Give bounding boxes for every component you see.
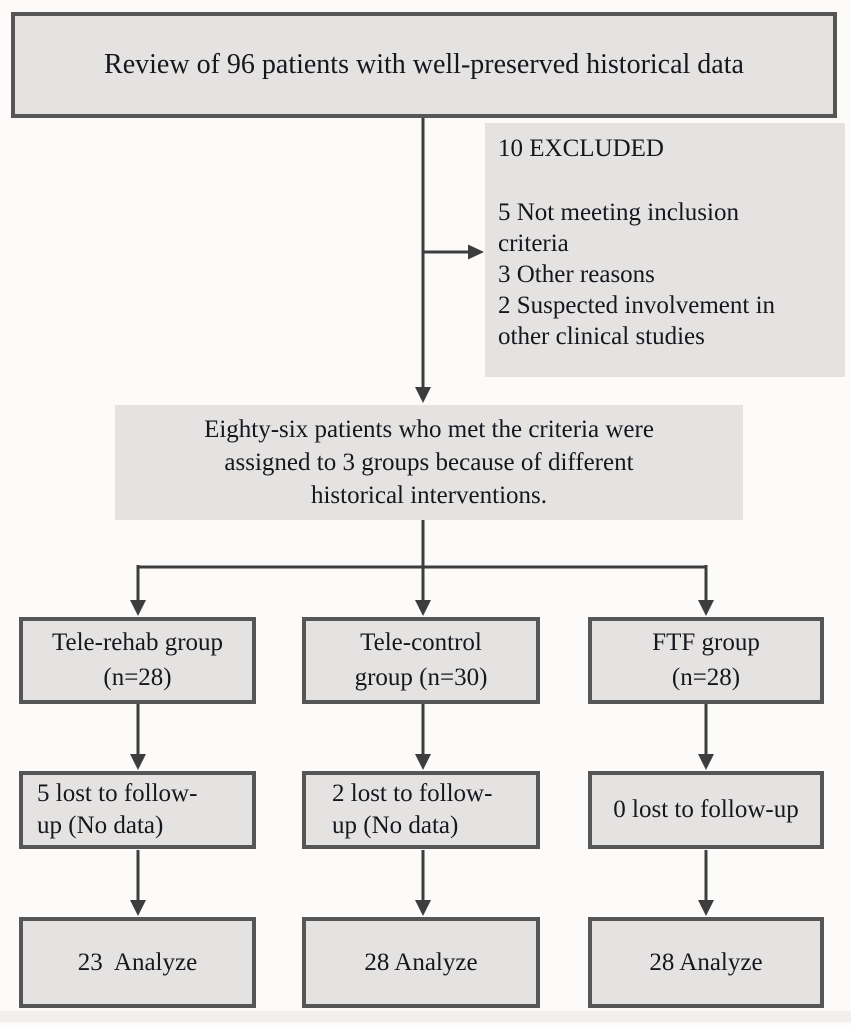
analyze-box-tele-rehab: 23 Analyze [19, 917, 256, 1008]
assigned-box-label: Eighty-six patients who met the criteria… [204, 416, 654, 509]
group-box-ftf: FTF group (n=28) [588, 617, 824, 704]
arrowhead-into-analyze-1 [130, 900, 146, 916]
arrowhead-into-lost-2 [415, 754, 431, 770]
review-box-label: Review of 96 patients with well-preserve… [104, 49, 744, 80]
group-label: Tele-rehab group (n=28) [51, 629, 224, 691]
assigned-box: Eighty-six patients who met the criteria… [115, 405, 743, 520]
arrowhead-into-group-2 [415, 600, 431, 616]
excluded-heading: 10 EXCLUDED [498, 135, 664, 162]
group-box-tele-control: Tele-control group (n=30) [302, 617, 540, 704]
arrowhead-into-analyze-3 [698, 900, 714, 916]
lost-box-ftf: 0 lost to follow-up [588, 771, 824, 849]
lost-box-tele-control: 2 lost to follow- up (No data) [302, 771, 540, 849]
arrowhead-into-group-3 [698, 600, 714, 616]
excluded-item: 5 Not meeting inclusion criteria [498, 199, 739, 257]
analyze-label: 23 Analyze [77, 948, 198, 976]
group-label: Tele-control group (n=30) [354, 629, 488, 691]
arrowhead-into-assigned [415, 387, 431, 403]
excluded-box: 10 EXCLUDED 5 Not meeting inclusion crit… [485, 123, 845, 377]
scan-artifact-band [0, 1011, 851, 1022]
analyze-box-tele-control: 28 Analyze [302, 917, 540, 1008]
arrowhead-into-excluded [468, 244, 484, 260]
review-box: Review of 96 patients with well-preserve… [11, 12, 837, 118]
excluded-item: 3 Other reasons [498, 261, 655, 288]
arrowhead-into-lost-1 [130, 754, 146, 770]
group-label: FTF group (n=28) [652, 629, 760, 691]
arrowhead-into-group-1 [130, 600, 146, 616]
lost-box-tele-rehab: 5 lost to follow- up (No data) [19, 771, 256, 849]
lost-label: 5 lost to follow- up (No data) [37, 780, 198, 839]
group-box-tele-rehab: Tele-rehab group (n=28) [19, 617, 256, 704]
lost-label: 0 lost to follow-up [613, 796, 799, 823]
arrowhead-into-analyze-2 [415, 900, 431, 916]
analyze-label: 28 Analyze [364, 948, 478, 976]
analyze-label: 28 Analyze [649, 948, 763, 976]
excluded-item: 2 Suspected involvement in other clinica… [498, 292, 776, 350]
arrowhead-into-lost-3 [698, 754, 714, 770]
analyze-box-ftf: 28 Analyze [588, 917, 824, 1008]
lost-label: 2 lost to follow- up (No data) [332, 780, 493, 839]
